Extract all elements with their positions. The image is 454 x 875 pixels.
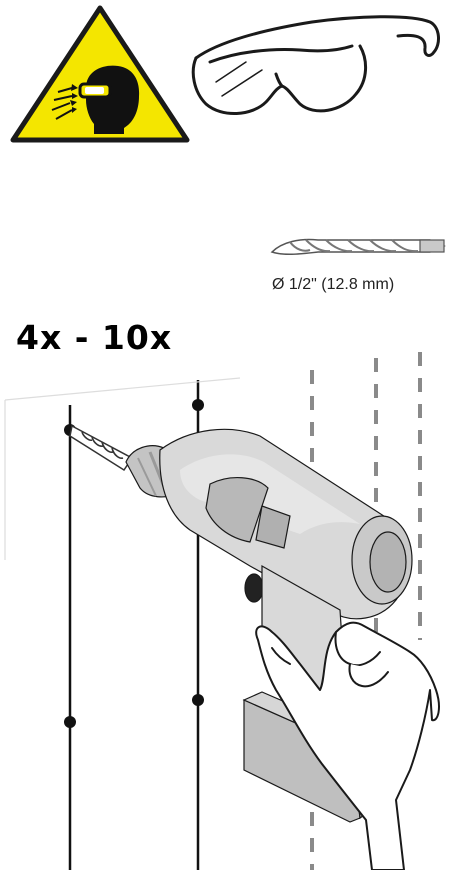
repeat-count-label: 4x - 10x <box>16 318 173 357</box>
drill-bit-in-use <box>69 424 134 472</box>
eye-protection-warning-icon <box>10 5 190 143</box>
safety-glasses-icon <box>191 15 440 116</box>
hand-icon <box>255 621 440 871</box>
drill-bit-size-label: Ø 1/2" (12.8 mm) <box>272 276 395 293</box>
drill-bit-icon <box>270 238 446 256</box>
